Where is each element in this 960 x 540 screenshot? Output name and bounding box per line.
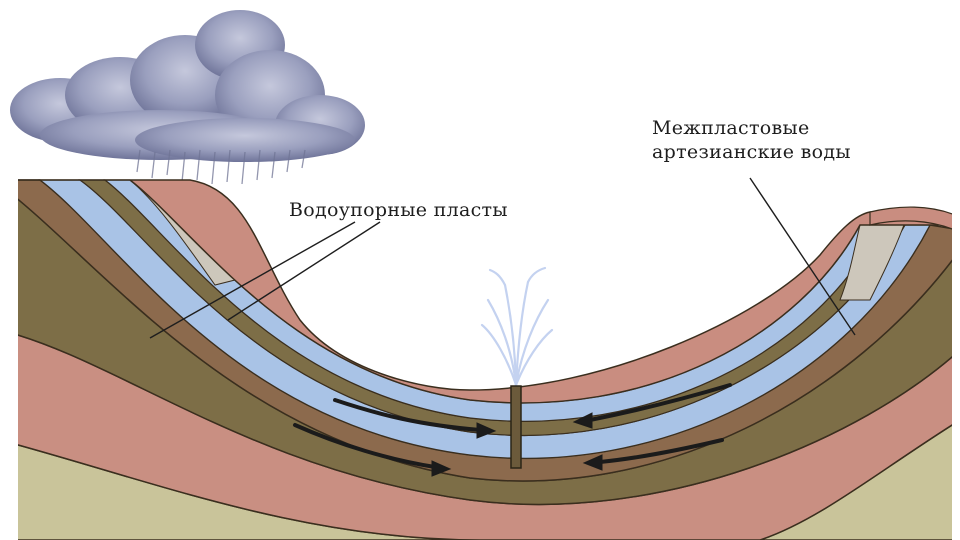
artesian-label-line2: артезианские воды: [652, 140, 851, 164]
aquitard-layers-label: Водоупорные пласты: [289, 198, 508, 222]
artesian-label-line1: Межпластовые: [652, 116, 851, 140]
well-icon: [511, 386, 521, 468]
artesian-water-label: Межпластовые артезианские воды: [652, 116, 851, 164]
